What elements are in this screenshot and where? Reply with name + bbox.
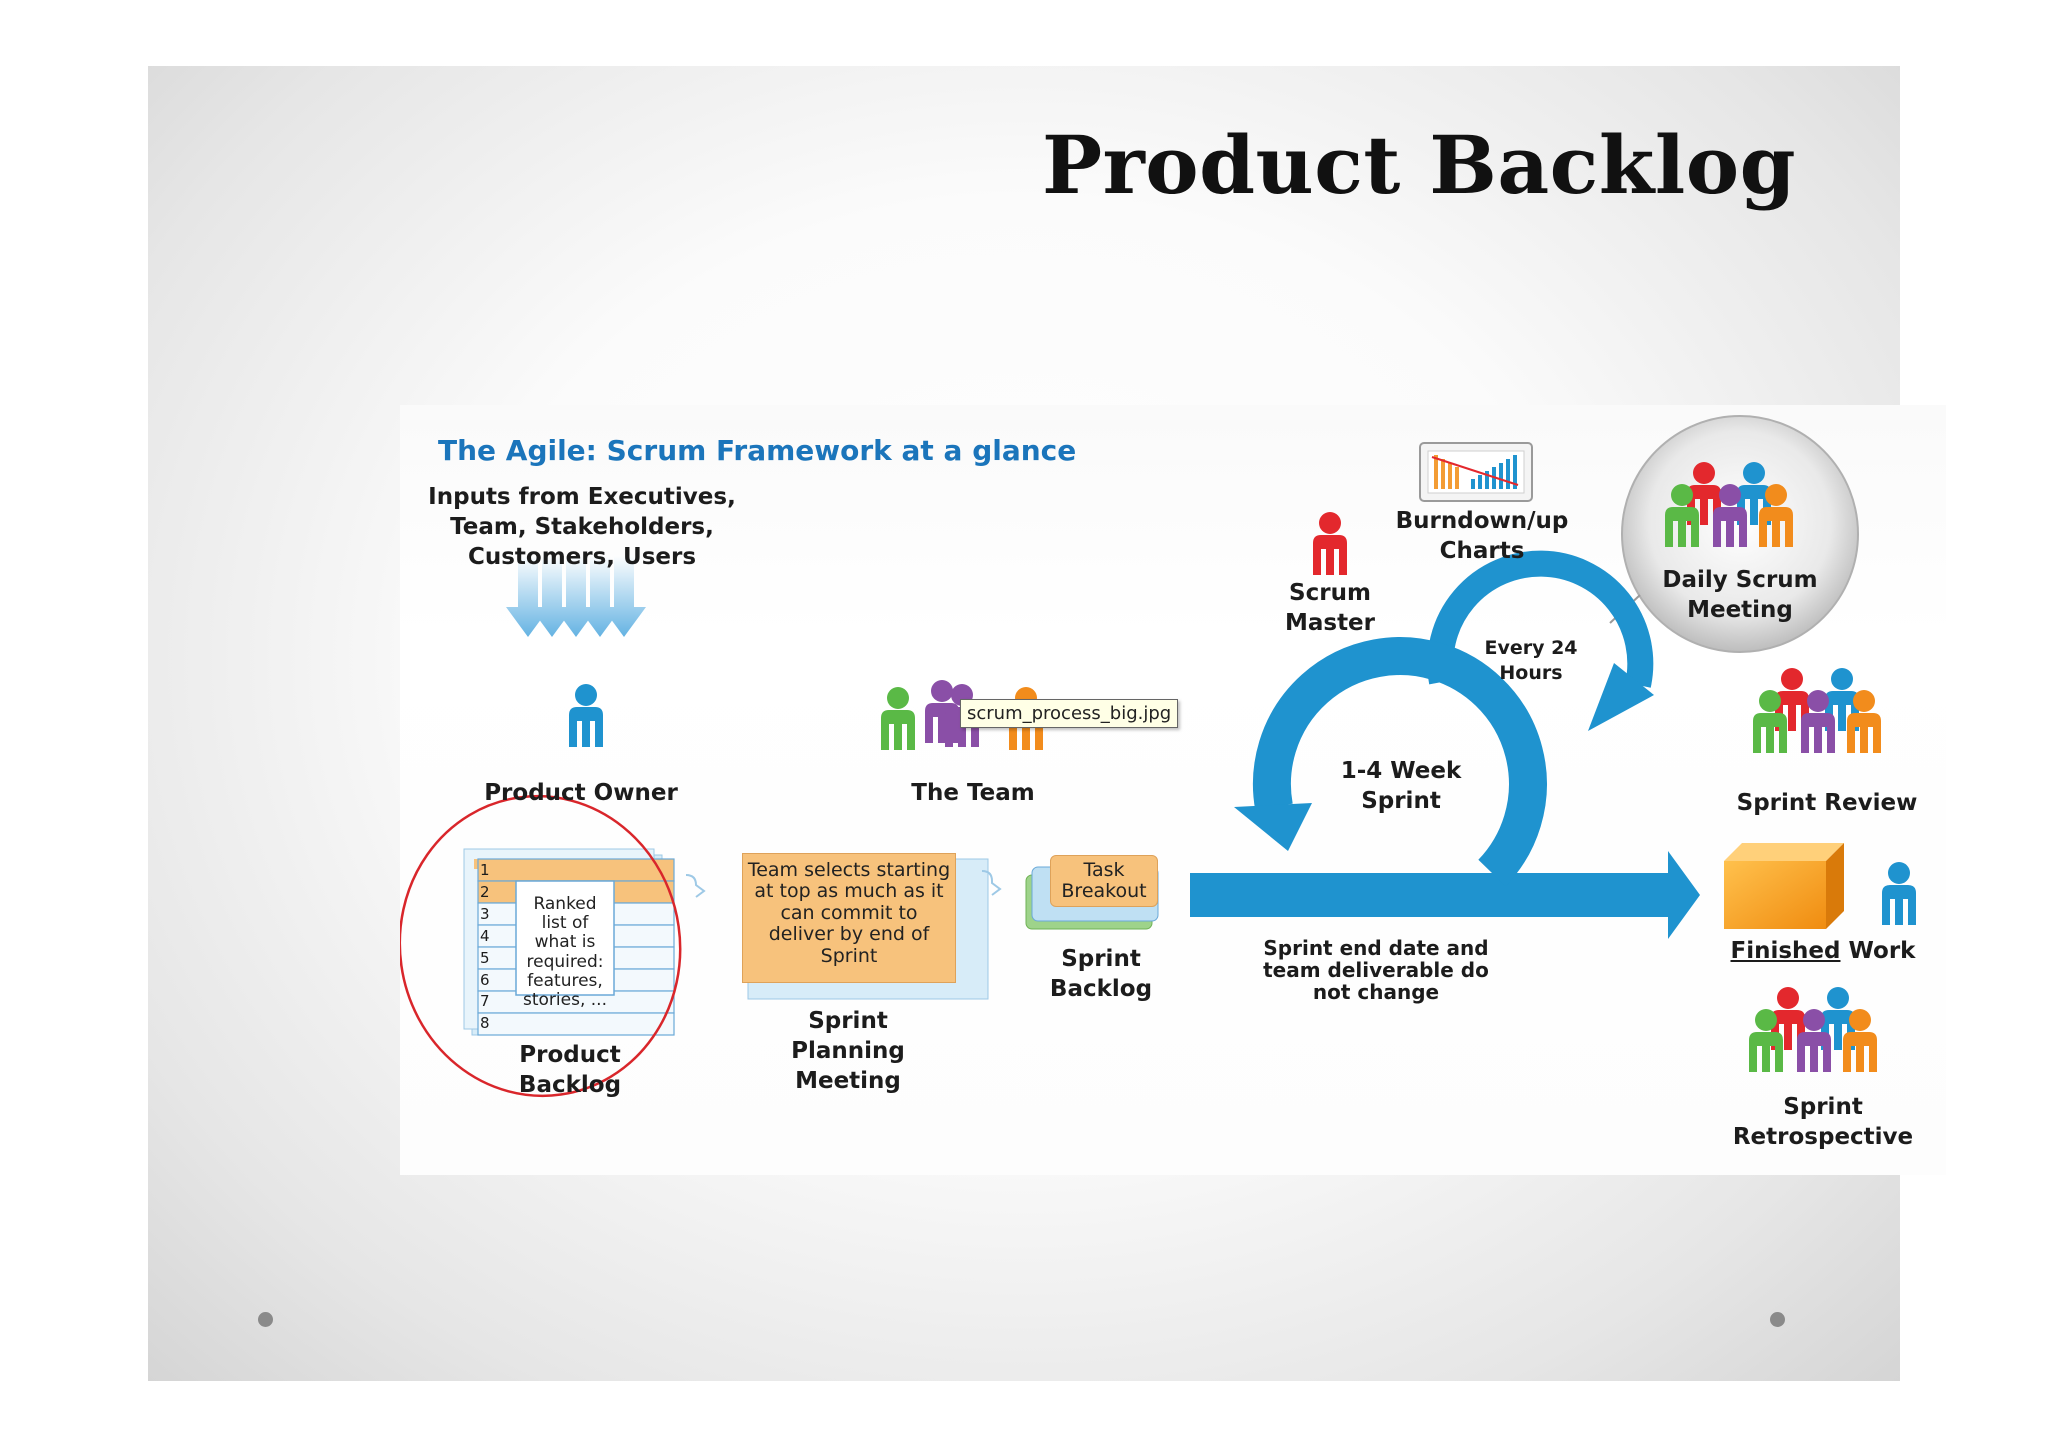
product-owner-label: Product Owner bbox=[484, 780, 678, 806]
sprint-backlog-label: Sprint Backlog bbox=[1049, 946, 1153, 1002]
scrum-diagram: The Agile: Scrum Framework at a glance I… bbox=[400, 405, 1946, 1175]
finished-work-label: Finished Work bbox=[1718, 937, 1928, 967]
slide: Product Backlog bbox=[148, 66, 1946, 1381]
finished-work-person-icon bbox=[1882, 862, 1916, 925]
daily-cycle-arrow-icon bbox=[1427, 550, 1654, 731]
backlog-row-number: 6 bbox=[480, 970, 490, 989]
sprint-review-group-icon bbox=[1753, 668, 1881, 753]
backlog-row-number: 4 bbox=[480, 926, 490, 945]
sprint-cycle-label: 1-4 Week Sprint bbox=[1340, 758, 1462, 814]
burndown-label: Burndown/up Charts bbox=[1395, 508, 1569, 564]
slide-bullet-dot bbox=[1770, 1312, 1785, 1327]
daily-scrum-label: Daily Scrum Meeting bbox=[1662, 567, 1818, 623]
sprint-cycle-arrow-icon bbox=[1234, 637, 1547, 887]
scrum-master-label: Scrum Master bbox=[1284, 580, 1376, 636]
sprint-review-label: Sprint Review bbox=[1736, 790, 1918, 816]
task-breakout-card: Task Breakout bbox=[1050, 855, 1158, 907]
backlog-row-number: 1 bbox=[480, 861, 490, 879]
backlog-row-number: 8 bbox=[480, 1014, 490, 1033]
main-flow-arrow bbox=[1190, 851, 1700, 939]
the-team-label: The Team bbox=[911, 780, 1035, 806]
inputs-label: Inputs from Executives, Team, Stakeholde… bbox=[428, 484, 736, 570]
product-owner-person-icon bbox=[569, 684, 603, 747]
sprint-end-note: Sprint end date and team deliverable do … bbox=[1263, 936, 1489, 1004]
burndown-chart-icon bbox=[1419, 442, 1533, 502]
filename-tooltip: scrum_process_big.jpg bbox=[960, 699, 1179, 728]
work-word: Work bbox=[1840, 938, 1916, 964]
scrum-master-person-icon bbox=[1313, 512, 1347, 575]
slide-bullet-dot bbox=[258, 1312, 273, 1327]
backlog-row-numbers: 1 2 3 4 5 6 7 8 bbox=[480, 860, 500, 1035]
diagram-heading: The Agile: Scrum Framework at a glance bbox=[438, 434, 1077, 467]
product-backlog-label: Product Backlog bbox=[518, 1042, 622, 1098]
finished-box-icon bbox=[1724, 843, 1844, 929]
input-arrows-icon bbox=[506, 555, 646, 637]
sprint-planning-label: Sprint Planning Meeting bbox=[791, 1008, 905, 1094]
backlog-row-number: 7 bbox=[480, 992, 490, 1011]
backlog-row-number: 2 bbox=[480, 882, 490, 901]
product-backlog-list-icon bbox=[463, 848, 706, 1036]
retrospective-group-icon bbox=[1749, 987, 1877, 1072]
every-24-hours-label: Every 24 Hours bbox=[1484, 637, 1578, 684]
backlog-row-number: 5 bbox=[480, 948, 490, 967]
ranked-list-note: Ranked list of what is required: feature… bbox=[523, 894, 607, 1011]
highlight-circle bbox=[400, 794, 682, 1098]
slide-title: Product Backlog bbox=[1041, 118, 1796, 212]
team-selects-card: Team selects starting at top as much as … bbox=[742, 853, 956, 983]
backlog-row-number: 3 bbox=[480, 904, 490, 923]
sprint-retrospective-label: Sprint Retrospective bbox=[1732, 1094, 1914, 1150]
finished-word: Finished bbox=[1730, 938, 1841, 964]
